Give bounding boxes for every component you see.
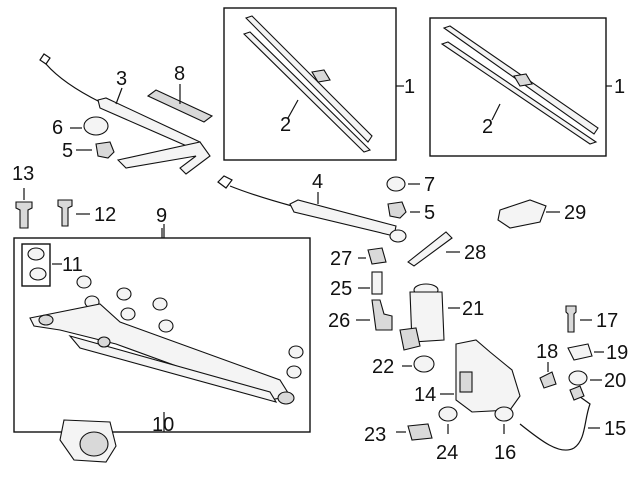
nut-5-upper: [76, 141, 115, 159]
callout-20: 20: [604, 370, 626, 392]
strip-8: [146, 84, 214, 123]
callout-12: 12: [94, 204, 116, 226]
callout-15: 15: [604, 418, 626, 440]
callout-17: 17: [596, 310, 618, 332]
wiper-blade-left-box: [223, 7, 404, 161]
callout-24: 24: [436, 442, 458, 464]
callout-11: 11: [62, 254, 83, 276]
screw-17: [565, 305, 592, 333]
callout-4: 4: [312, 171, 323, 193]
cap-6: [70, 116, 109, 136]
wiper-blade-right-box: [429, 17, 612, 157]
valve-26: [371, 299, 393, 331]
callout-23: 23: [364, 424, 386, 446]
callout-25: 25: [330, 278, 352, 300]
sensor-29: [497, 199, 560, 229]
wiper-linkage: [29, 303, 295, 405]
grommet-22: [402, 355, 435, 373]
callout-labels: 1 1 2 2 3 8 6 5 4 7 5 29 13 12 9 11 10 2…: [12, 63, 628, 464]
callout-16: 16: [494, 442, 516, 464]
callout-1-right: 1: [614, 76, 625, 98]
plug-24: [438, 406, 458, 434]
callout-13: 13: [12, 163, 34, 185]
bolt-13: [15, 188, 33, 229]
fitting-27: [367, 247, 387, 265]
callout-1-left: 1: [404, 76, 415, 98]
callout-7: 7: [424, 174, 435, 196]
callout-26: 26: [328, 310, 350, 332]
grommet-box-11: [21, 243, 51, 287]
callout-8: 8: [174, 63, 185, 85]
callout-5-right: 5: [424, 202, 435, 224]
cap-7: [386, 176, 420, 192]
wiper-arm-3: [39, 53, 211, 175]
callout-14: 14: [414, 384, 436, 406]
callout-9: 9: [156, 205, 167, 227]
leader-lines: [52, 228, 370, 321]
callout-27: 27: [330, 248, 352, 270]
callout-5-upper: 5: [62, 140, 73, 162]
callout-19: 19: [606, 342, 628, 364]
nut-5-right: [387, 201, 420, 219]
bracket-19: [567, 343, 604, 361]
callout-28: 28: [464, 242, 486, 264]
reservoir-14: [440, 339, 521, 413]
grommets: [76, 275, 304, 379]
callout-2-right: 2: [482, 116, 493, 138]
connector-25: [371, 271, 383, 295]
nozzle-28: [407, 231, 460, 267]
wiper-motor: [59, 419, 117, 463]
washer-pump-21: [399, 283, 460, 351]
wiper-arm-4: [217, 175, 407, 243]
clip-18: [539, 362, 557, 389]
grommet-20: [568, 370, 602, 386]
bolt-12: [57, 199, 90, 227]
callout-3: 3: [116, 68, 127, 90]
callout-29: 29: [564, 202, 586, 224]
callout-2-left: 2: [280, 114, 291, 136]
hose-15: [519, 385, 600, 451]
sensor-23: [396, 423, 433, 441]
callout-10: 10: [152, 414, 174, 436]
plug-16: [494, 406, 514, 434]
callout-21: 21: [462, 298, 484, 320]
callout-18: 18: [536, 341, 558, 363]
callout-22: 22: [372, 356, 394, 378]
callout-6: 6: [52, 117, 63, 139]
